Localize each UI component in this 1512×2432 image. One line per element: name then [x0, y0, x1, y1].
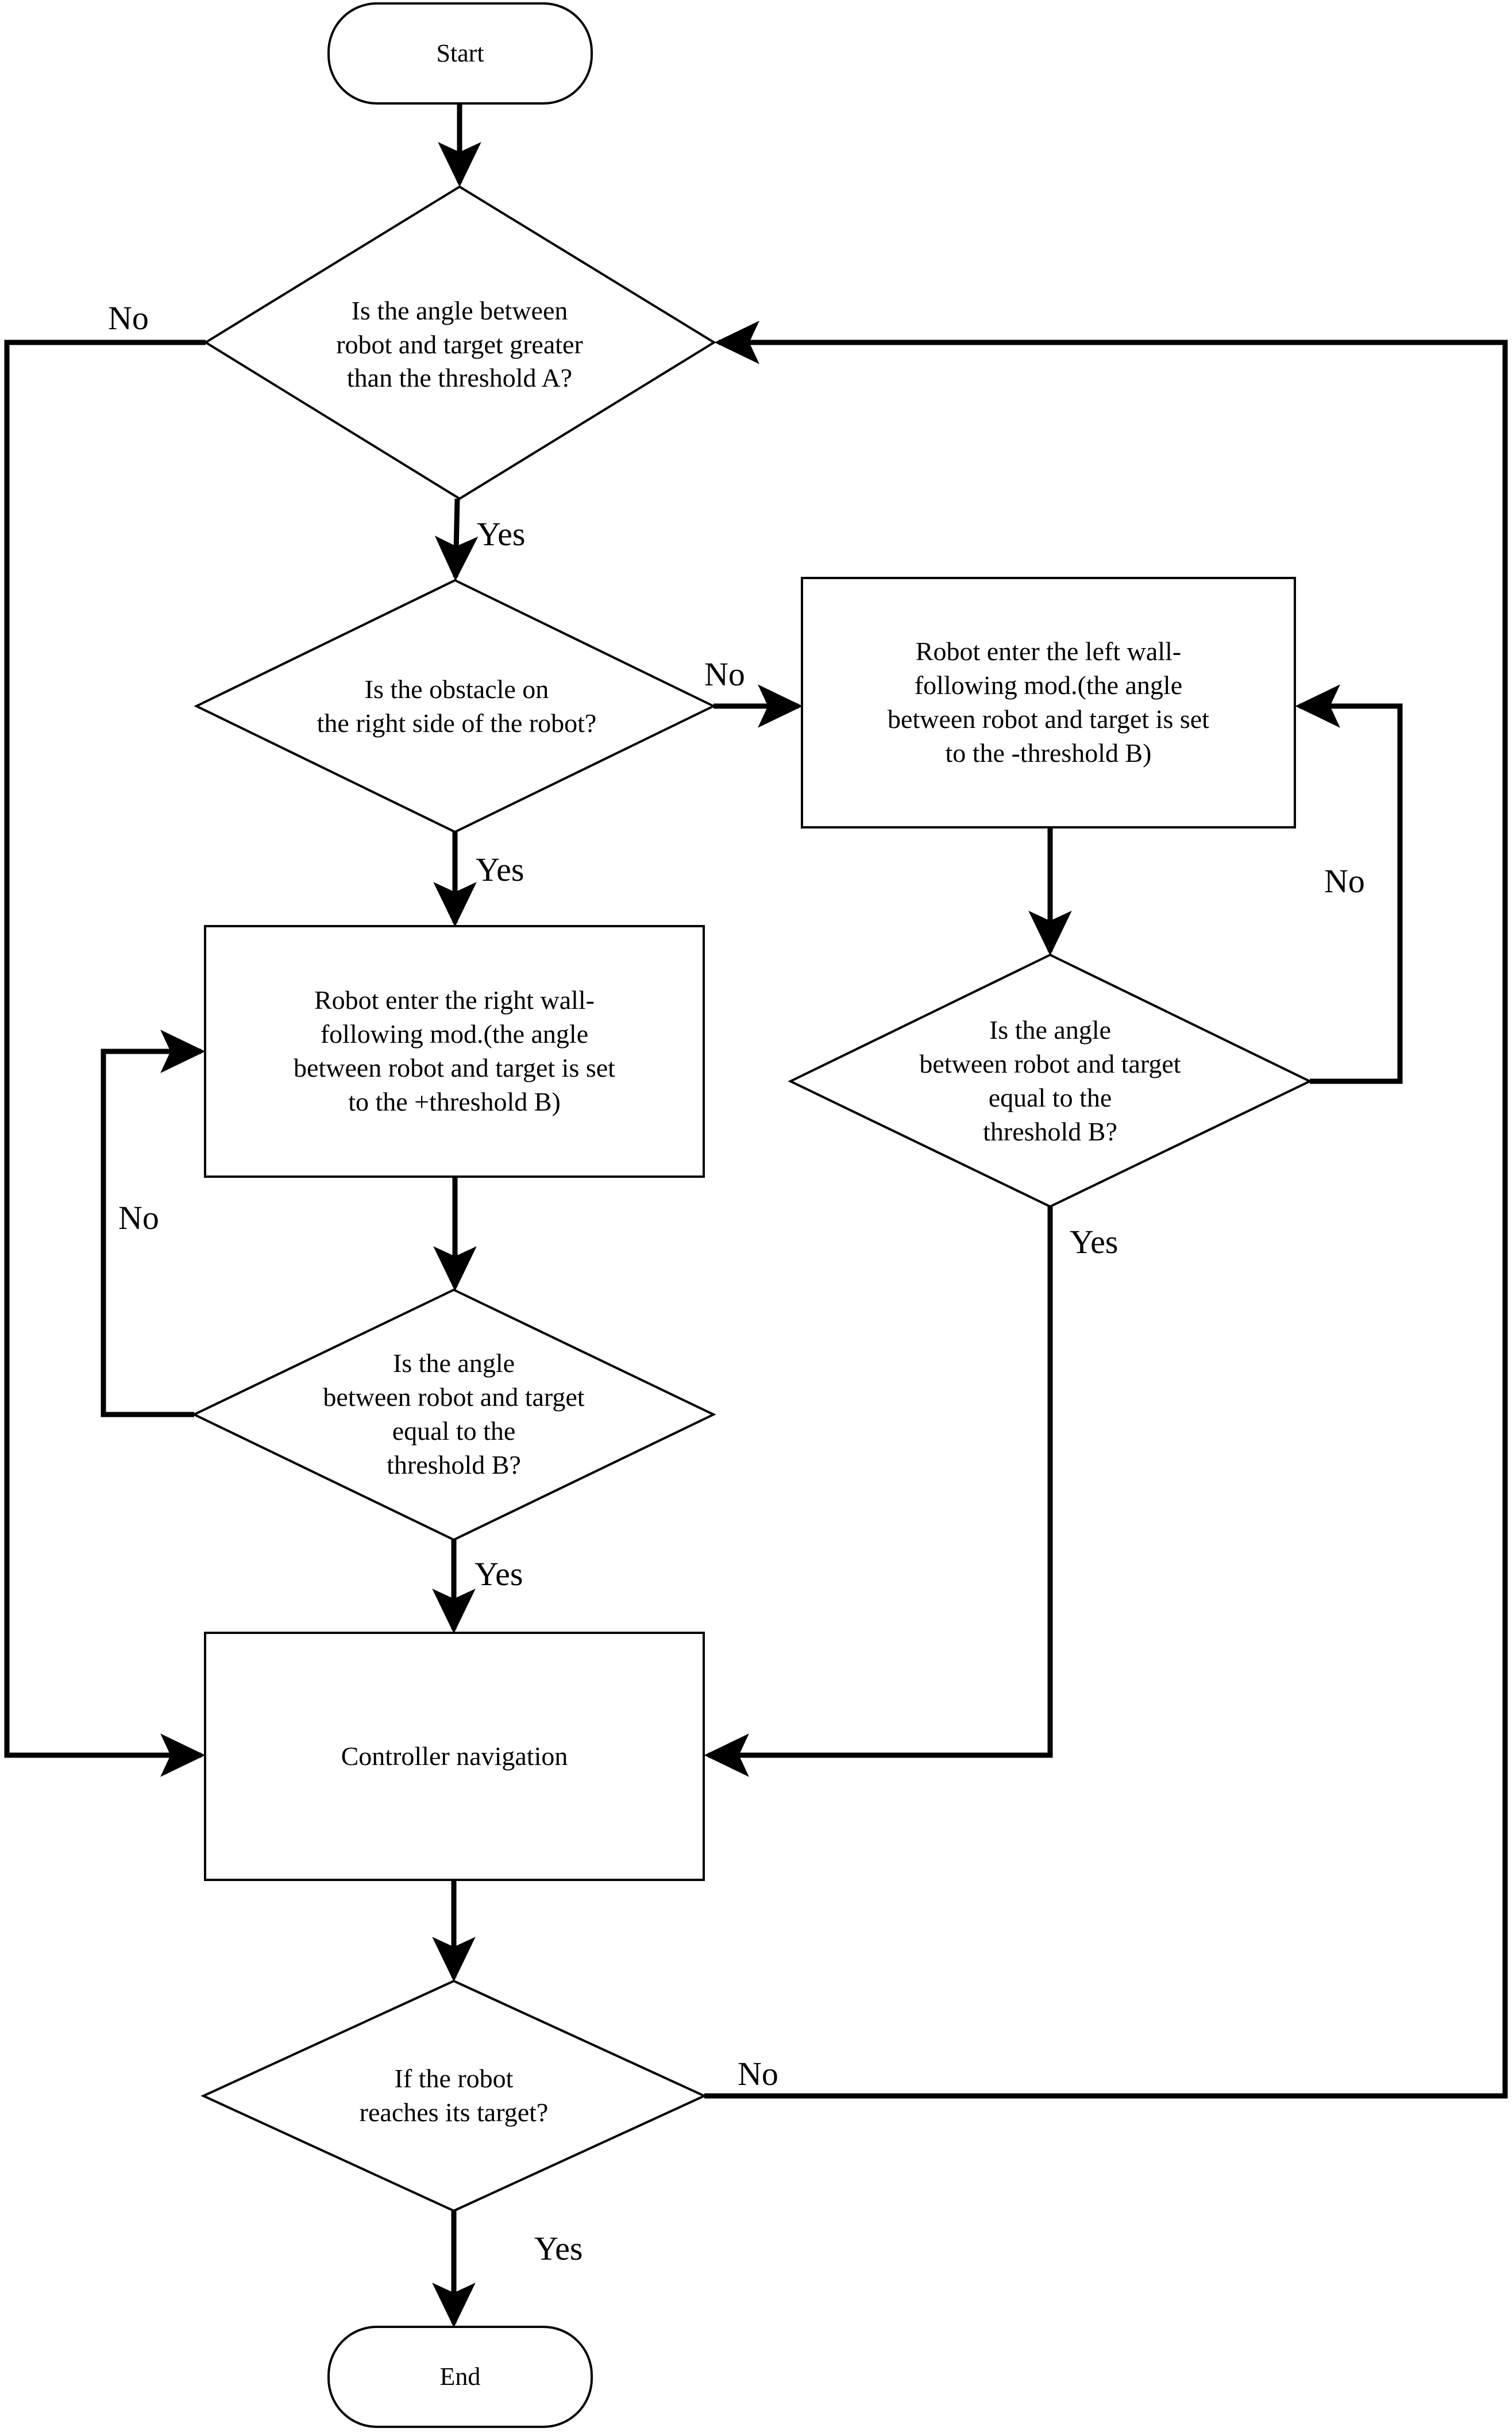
edge-equal-b-left-no: [101, 1030, 206, 1417]
edge-reaches-target-no: [704, 321, 1508, 2099]
edge-label-yes-reaches-target: Yes: [534, 2230, 583, 2267]
node-left-wall-following-shape: [801, 577, 1296, 828]
edge-label-yes-equal-b-left: Yes: [475, 1555, 523, 1593]
edge-label-yes-equal-b-right: Yes: [1070, 1223, 1118, 1261]
node-decision-reaches-target-shape: [200, 1979, 707, 2213]
node-end-shape: [327, 2326, 593, 2428]
edge-label-yes-threshold-a: Yes: [477, 515, 526, 553]
edge-threshold-a-no: [4, 340, 206, 1777]
node-right-wall-following-shape: [204, 925, 705, 1178]
node-controller-navigation-shape: [204, 1632, 705, 1881]
edge-equal-b-right-yes: [704, 1207, 1053, 1777]
edge-label-yes-obstacle-right: Yes: [476, 851, 524, 888]
node-decision-equal-b-right-shape: [788, 953, 1313, 1208]
node-decision-equal-b-left-shape: [191, 1288, 716, 1541]
node-start-shape: [327, 2, 593, 105]
edge-equal-b-right-no: [1295, 684, 1403, 1084]
edge-threshold-a-yes: [434, 498, 479, 581]
edge-label-no-reaches-target: No: [738, 2055, 778, 2092]
edge-label-no-threshold-a: No: [108, 299, 149, 337]
node-decision-threshold-a-shape: [203, 185, 716, 500]
edge-label-no-obstacle-right: No: [704, 656, 745, 693]
node-decision-obstacle-right-shape: [194, 579, 716, 834]
edge-label-no-equal-b-left: No: [118, 1199, 159, 1236]
edge-label-no-equal-b-right: No: [1324, 862, 1365, 900]
